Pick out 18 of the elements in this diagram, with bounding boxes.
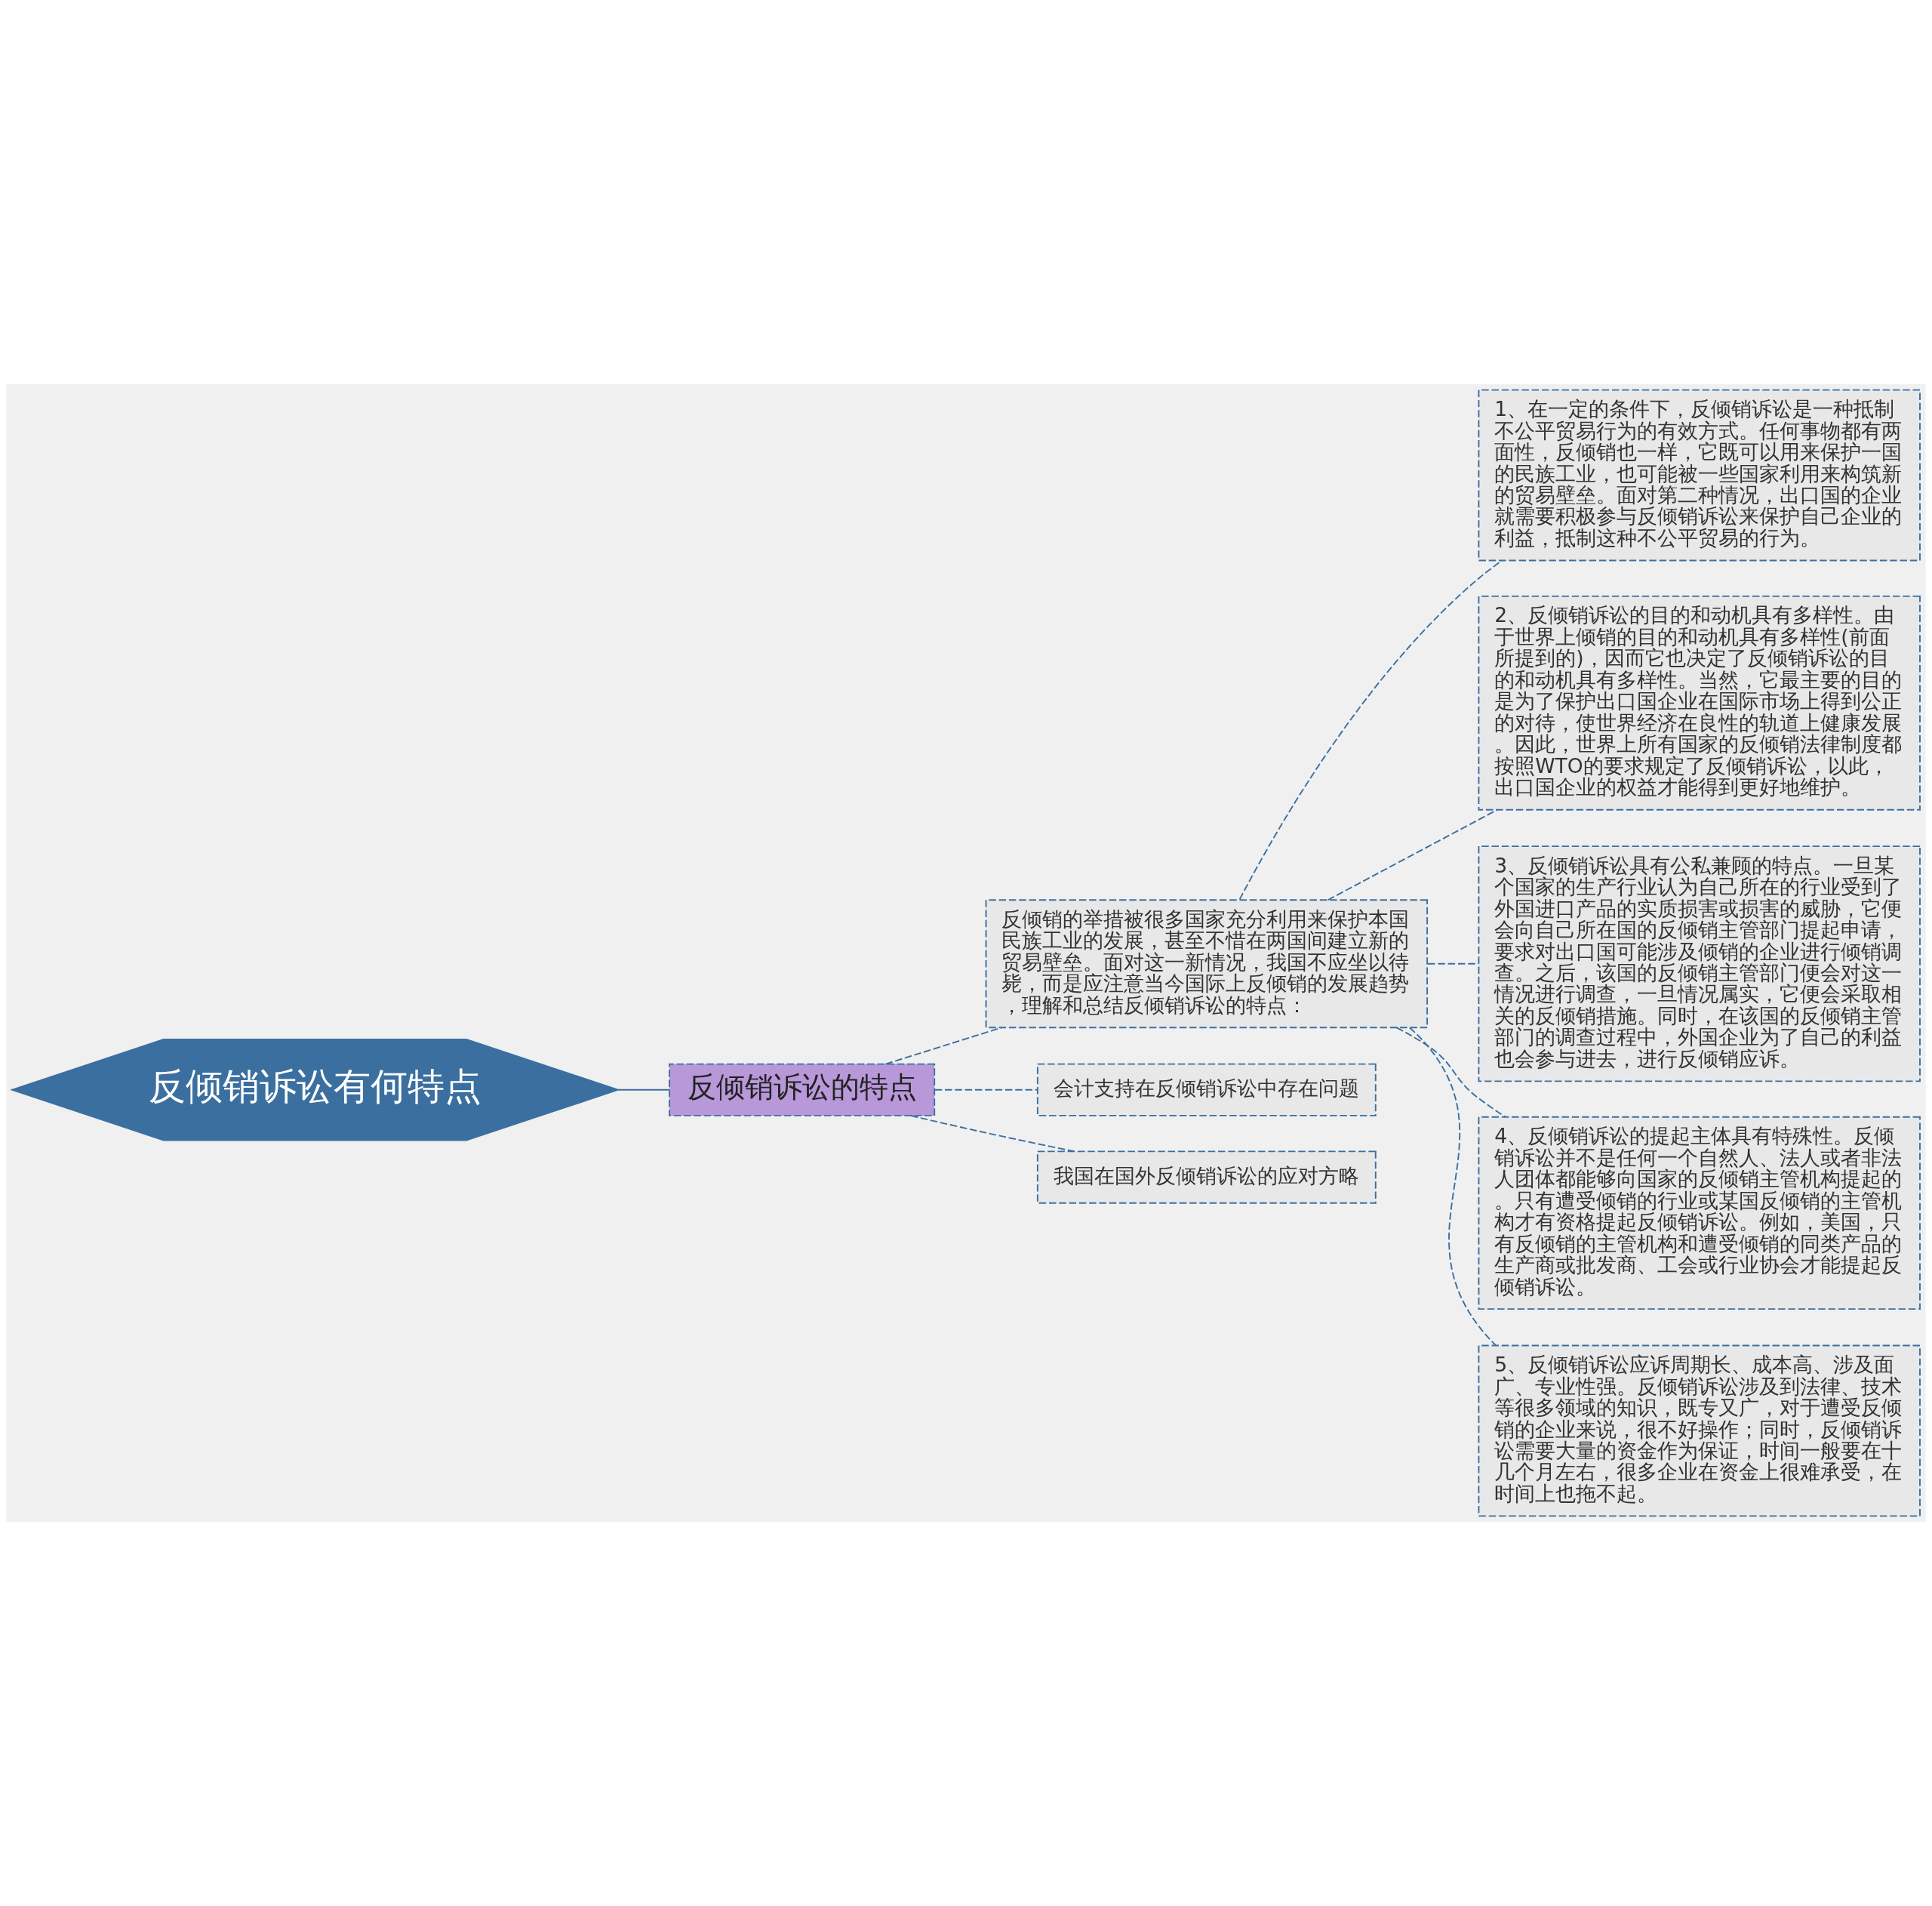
connector (1238, 559, 1503, 901)
node-box: 4、反倾销诉讼的提起主体具有特殊性。反倾销诉讼并不是任何一个自然人、法人或者非法人团体都能够向国家的反倾销主管机构提起的。只有遭受倾销的行业或某国反倾销的主管机构才有资格提起反倾销诉讼。例如，美国，只有反倾销的主管机构和遭受倾销的同类产品的生产商或批发商、工会或行业协会才能提起反倾销诉讼。 (1478, 1116, 1921, 1310)
connector (617, 1088, 670, 1091)
connector (1408, 1027, 1497, 1347)
node-box: 2、反倾销诉讼的目的和动机具有多样性。由于世界上倾销的目的和动机具有多样性(前面所提到的)，因而它也决定了反倾销诉讼的目的和动机具有多样性。当然，它最主要的目的是为了保护出口国企业在国际市场上得到公正的对待，使世界经济在良性的轨道上健康发展。因此，世界上所有国家的反倾销法律制度都按照WTO的要求规定了反倾销诉讼，以此，出口国企业的权益才能得到更好地维护。 (1478, 595, 1921, 811)
connector (884, 1027, 1003, 1065)
node-box: 会计支持在反倾销诉讼中存在问题 (1036, 1063, 1377, 1116)
connector (934, 1088, 1038, 1091)
node-box: 我国在国外反倾销诉讼的应对方略 (1036, 1150, 1377, 1204)
connector (910, 1115, 1075, 1153)
node-box: 3、反倾销诉讼具有公私兼顾的特点。一旦某个国家的生产行业认为自己所在的行业受到了外国进口产品的实质损害或损害的威胁，它便会向自己所在国的反倾销主管部门提起申请，要求对出口国可能涉及倾销的企业进行倾销调查。之后，该国的反倾销主管部门便会对这一情况进行调查，一旦情况属实，它便会采取相关的反倾销措施。同时，在该国的反倾销主管部门的调查过程中，外国企业为了自己的利益也会参与进去，进行反倾销应诉。 (1478, 845, 1921, 1082)
node-box: 1、在一定的条件下，反倾销诉讼是一种抵制不公平贸易行为的有效方式。任何事物都有两面性，反倾销也一样，它既可以用来保护一国的民族工业，也可能被一些国家利用来构筑新的贸易壁垒。面对第二种情况，出口国的企业就需要积极参与反倾销诉讼来保护自己企业的利益，抵制这种不公平贸易的行为。 (1478, 389, 1921, 562)
connector (1427, 962, 1479, 965)
connector (1327, 808, 1498, 901)
connector (1395, 1027, 1506, 1118)
node-box: 5、反倾销诉讼应诉周期长、成本高、涉及面广、专业性强。反倾销诉讼涉及到法律、技术等很多领域的知识，既专又广，对于遭受反倾销的企业来说，很不好操作；同时，反倾销诉讼需要大量的资金作为保证，时间一般要在十几个月左右，很多企业在资金上很难承受，在时间上也拖不起。 (1478, 1344, 1921, 1517)
node-box: 反倾销诉讼的特点 (669, 1063, 936, 1116)
node-box: 反倾销的举措被很多国家充分利用来保护本国民族工业的发展，甚至不惜在两国间建立新的贸易壁垒。面对这一新情况，我国不应坐以待毙，而是应注意当今国际上反倾销的发展趋势，理解和总结反倾销诉讼的特点： (985, 899, 1429, 1029)
